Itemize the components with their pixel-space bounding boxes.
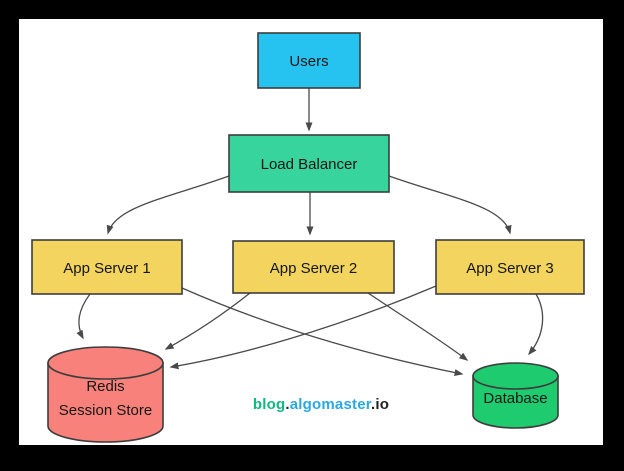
edge-app-server-1-to-redis: [76, 293, 91, 340]
users-node: [257, 32, 361, 89]
load-balancer-label: Load Balancer: [261, 156, 358, 173]
watermark-algomaster: algomaster: [290, 396, 372, 413]
edge-app-server-3-to-redis: [169, 285, 437, 370]
redis-cylinder-body: [47, 362, 164, 443]
edge-app-server-2-to-redis: [164, 292, 251, 350]
labels-group: Users Load Balancer App Server 1 App Ser…: [59, 53, 554, 419]
redis-label-line1: Redis: [86, 378, 124, 395]
app-server-1-label: App Server 1: [63, 260, 151, 277]
app-server-3-node: [435, 239, 585, 295]
redis-cylinder-top: [47, 346, 164, 380]
watermark-io: .io: [371, 396, 389, 413]
edge-load-balancer-to-app-server-3: [388, 175, 512, 235]
redis-label-line2: Session Store: [59, 402, 152, 419]
database-cylinder-body: [472, 375, 559, 429]
users-label: Users: [289, 53, 328, 70]
watermark-blog: blog: [253, 396, 285, 413]
edge-load-balancer-to-app-server-1: [106, 175, 230, 235]
edges-group: [76, 88, 544, 376]
edge-app-server-2-to-database: [367, 292, 469, 361]
app-server-1-node: [31, 239, 183, 295]
edge-app-server-3-to-database: [528, 293, 544, 356]
database-cylinder-top: [472, 362, 559, 390]
database-label: Database: [483, 390, 547, 407]
edge-app-server-1-to-database: [181, 287, 464, 376]
load-balancer-node: [228, 134, 390, 193]
watermark-dot: .: [285, 396, 289, 413]
watermark: blog.algomaster.io: [253, 396, 389, 413]
nodes-group: [31, 32, 585, 443]
app-server-2-label: App Server 2: [270, 260, 358, 277]
app-server-3-label: App Server 3: [466, 260, 554, 277]
app-server-2-node: [232, 240, 395, 294]
